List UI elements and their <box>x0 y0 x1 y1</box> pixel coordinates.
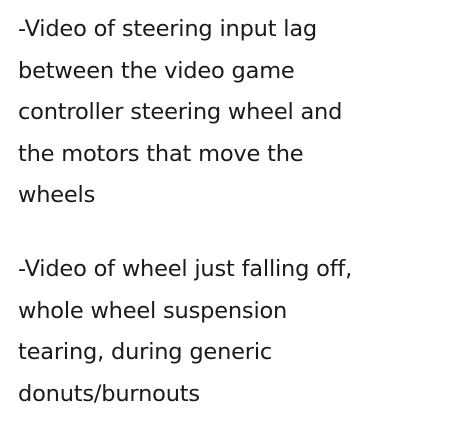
paragraph-steering-input-lag: -Video of steering input lag between the… <box>18 9 448 217</box>
text-line: controller steering wheel and <box>18 99 343 125</box>
text-line: between the video game <box>18 57 295 84</box>
text-line: whole wheel suspension <box>18 297 288 324</box>
text-line: the motors that move the <box>18 140 304 167</box>
text-line: donuts/burnouts <box>18 380 200 407</box>
text-line: wheels <box>18 182 96 208</box>
paragraph-wheel-falling-off: -Video of wheel just falling off, whole … <box>18 249 448 415</box>
text-line: -Video of steering input lag <box>18 16 318 42</box>
text-line: -Video of wheel just falling off, <box>18 256 353 282</box>
text-line: tearing, during generic <box>18 339 273 365</box>
